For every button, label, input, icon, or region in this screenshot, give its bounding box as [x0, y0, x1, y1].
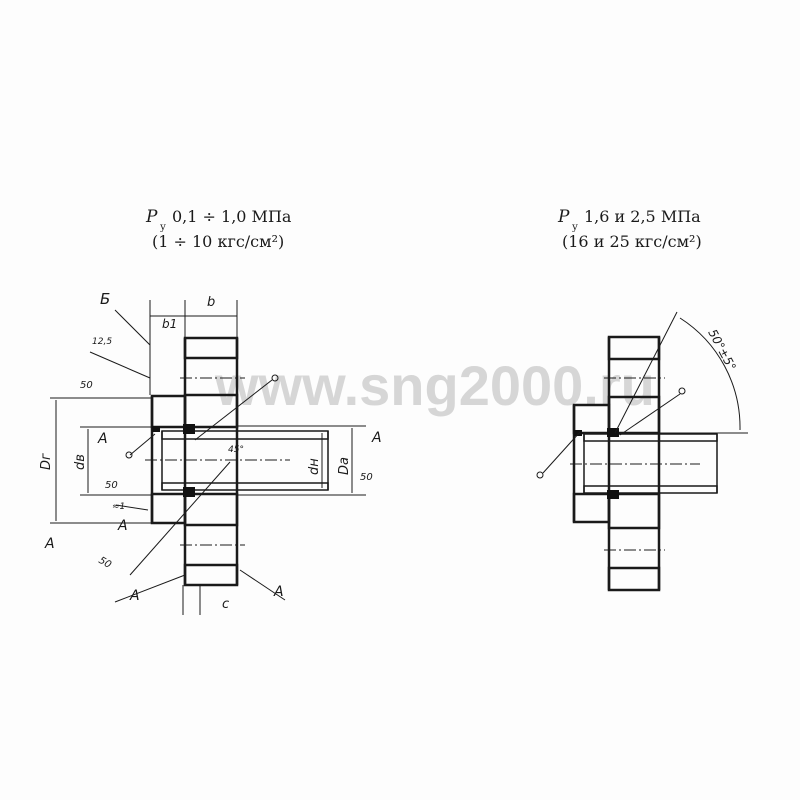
dim-c: c [222, 597, 229, 612]
weld-label-a: A [97, 431, 108, 447]
left-title-sub: у [160, 222, 166, 233]
left-flange-section [50, 300, 366, 615]
dim-dn: dн [307, 458, 322, 475]
dim-Dg: Dг [39, 453, 54, 470]
left-title-pressure: 0,1 ÷ 1,0 МПа [172, 207, 292, 226]
left-title-kgf: (1 ÷ 10 кгс/см²) [152, 232, 284, 251]
weld-label-a: A [117, 518, 128, 534]
dim-b: b [207, 295, 215, 310]
roughness-12-5: 12,5 [92, 337, 112, 347]
roughness-50-top: 50 [80, 380, 93, 391]
roughness-50-right: 50 [360, 472, 373, 483]
roughness-50-left: 50 [105, 480, 118, 491]
right-title-pressure: 1,6 и 2,5 МПа [584, 207, 701, 226]
weld-label-a: A [273, 584, 284, 600]
weld-label-a: A [371, 430, 382, 446]
watermark: www.sng2000.ru [214, 354, 655, 417]
roughness-50-bottom: 50 [97, 555, 114, 571]
angle-label: 50°±5° [705, 327, 738, 373]
right-title-symbol: P [557, 207, 570, 227]
right-title-kgf: (16 и 25 кгс/см²) [562, 232, 702, 251]
weld-label-a: A [44, 536, 55, 552]
weld-label-a: A [129, 588, 140, 604]
section-label-b: Б [100, 290, 110, 308]
dim-approx1: ≈1 [112, 502, 125, 512]
left-title-symbol: P [145, 207, 158, 227]
dim-b1: b1 [162, 317, 177, 331]
right-title-sub: у [572, 222, 578, 233]
chamfer-45: 45° [228, 445, 244, 455]
dim-dv: dв [73, 454, 88, 470]
left-labels: Б 12,5 50 50 50 b1 b c ≈1 45° Dг dв dн D… [39, 290, 382, 612]
dim-Da: Da [337, 457, 352, 475]
